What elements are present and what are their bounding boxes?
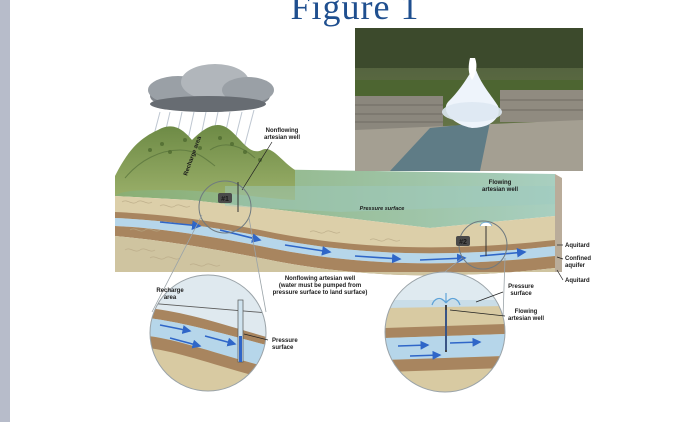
- inset-flowing-well: Pressure surface Flowing artesian well: [384, 271, 544, 393]
- marker-2: #2: [456, 220, 508, 270]
- inset2-pressure-label-line1: Pressure: [508, 284, 534, 290]
- nonflowing-well-label-line1: Nonflowing: [266, 128, 299, 134]
- caption-line2: (water must be pumped from: [279, 283, 361, 289]
- slide: Figure 1: [10, 0, 700, 422]
- artesian-well-diagram: Recharge area Nonflowing artesian well F…: [115, 28, 591, 393]
- inset2-flowing-label-line2: artesian well: [508, 316, 544, 322]
- aquitard-top-label: Aquitard: [565, 243, 590, 249]
- inset1-pressure-label-line2: surface: [272, 345, 294, 351]
- caption-line3: pressure surface to land surface): [273, 290, 368, 296]
- nonflowing-well-leader: [241, 141, 273, 191]
- marker-1-label: #1: [221, 196, 229, 203]
- nonflowing-well-label-line2: artesian well: [264, 135, 300, 141]
- inset2-flowing-label-line1: Flowing: [515, 309, 538, 315]
- inset1-recharge-label-line1: Recharge: [156, 288, 184, 294]
- window-left-border: [0, 0, 10, 422]
- inset1-pressure-label-line1: Pressure: [272, 338, 298, 344]
- flowing-well-label-line1: Flowing: [489, 180, 512, 186]
- figure-title: Figure 1: [290, 0, 420, 27]
- flowing-well-label-line2: artesian well: [482, 187, 518, 193]
- groundwater-flow-arrows: [159, 220, 527, 264]
- confined-aquifer-label-line2: aquifer: [565, 263, 586, 269]
- aquitard-bottom-label: Aquitard: [565, 278, 590, 284]
- pressure-surface-label: Pressure surface: [360, 206, 405, 212]
- confined-aquifer-label-line1: Confined: [565, 256, 591, 262]
- terrain-block: [115, 125, 562, 276]
- inset1-recharge-label-line2: area: [164, 295, 177, 301]
- inset2-pressure-label-line2: surface: [510, 291, 532, 297]
- artesian-fountain-photo: [355, 28, 583, 171]
- inset-nonflowing-well: Recharge area Pressure surface: [149, 274, 298, 392]
- marker-1: #1: [198, 180, 252, 234]
- storm-cloud: [148, 64, 274, 112]
- layer-labels: Aquitard Confined aquifer Aquitard: [556, 243, 591, 284]
- marker-2-label: #2: [459, 239, 467, 246]
- caption-line1: Nonflowing artesian well: [285, 276, 356, 282]
